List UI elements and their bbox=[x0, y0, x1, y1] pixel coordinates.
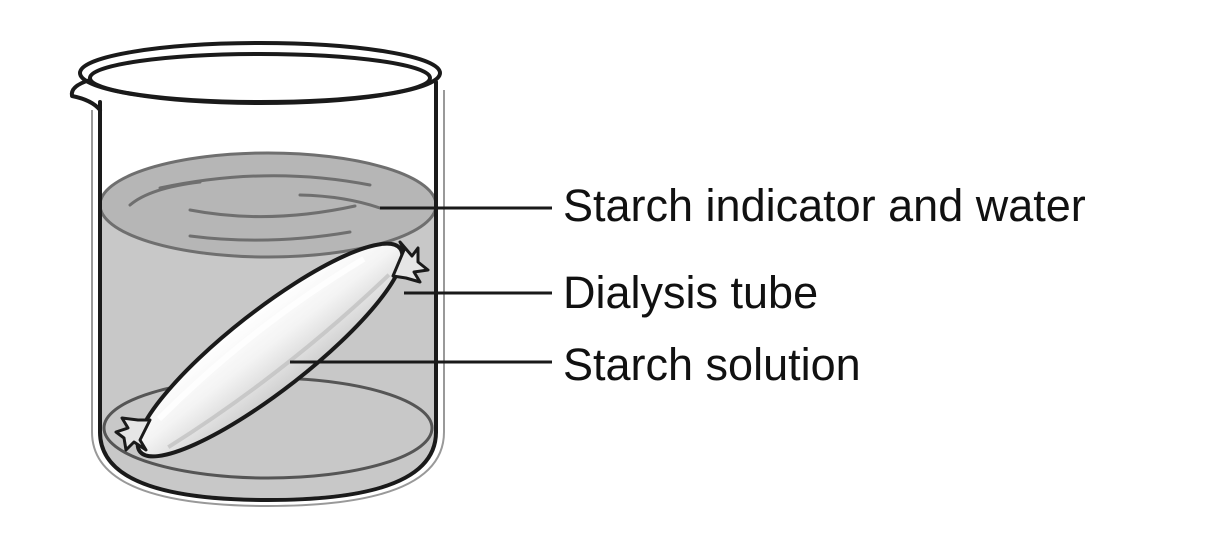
tube-knot-top bbox=[391, 240, 430, 284]
label-starch-solution: Starch solution bbox=[563, 339, 861, 390]
label-starch-indicator-water: Starch indicator and water bbox=[563, 180, 1086, 231]
dialysis-tube bbox=[135, 241, 405, 459]
beaker-inner-wall bbox=[91, 90, 445, 508]
tube-knot-bottom bbox=[114, 416, 152, 452]
beaker bbox=[69, 41, 442, 502]
label-dialysis-tube: Dialysis tube bbox=[563, 267, 819, 318]
surface-ripples bbox=[128, 174, 382, 242]
leader-lines bbox=[290, 206, 552, 364]
